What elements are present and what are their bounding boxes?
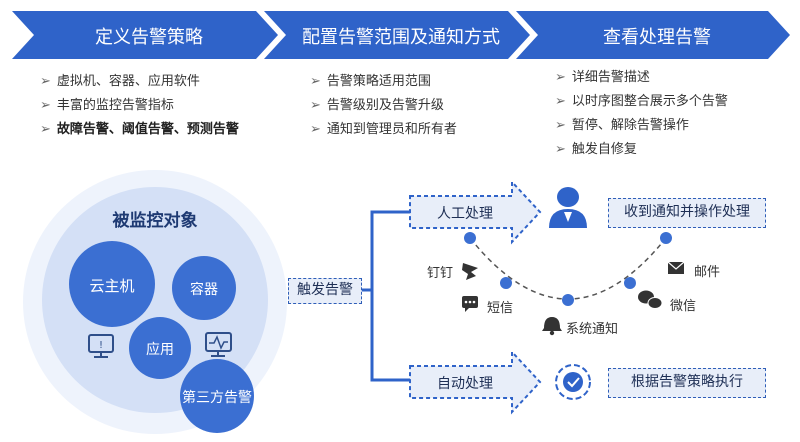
step-1-title: 定义告警策略	[95, 27, 203, 48]
step-2-bullets: ➢告警策略适用范围 ➢告警级别及告警升级 ➢通知到管理员和所有者	[310, 70, 457, 142]
notification-arc	[469, 237, 667, 300]
cloud-host-label: 云主机	[89, 277, 135, 295]
step-1-bullets: ➢虚拟机、容器、应用软件 ➢丰富的监控告警指标 ➢故障告警、阈值告警、预测告警	[40, 70, 239, 142]
auto-process-gear-icon	[555, 364, 591, 400]
svg-text:!: !	[99, 340, 103, 351]
chevron-right-icon: ➢	[310, 98, 321, 113]
auto-arrow	[409, 349, 542, 415]
app-circle	[129, 317, 191, 379]
third-party-label: 第三方告警	[182, 390, 252, 406]
monitor-icon: !	[88, 334, 114, 358]
arc-node	[660, 232, 672, 244]
trigger-connector-top	[362, 210, 420, 292]
operator-icon	[549, 187, 587, 228]
manual-result-box: 收到通知并操作处理	[608, 198, 766, 228]
chevron-right-icon: ➢	[40, 98, 51, 113]
container-label: 容器	[190, 282, 218, 298]
arc-node	[500, 277, 512, 289]
list-item: ➢触发自修复	[555, 142, 637, 157]
step-2-chevron	[264, 11, 530, 59]
list-item: ➢通知到管理员和所有者	[310, 122, 457, 137]
step-3-title: 查看处理告警	[603, 27, 711, 48]
third-party-circle	[180, 359, 254, 433]
list-item: ➢详细告警描述	[555, 70, 650, 85]
chevron-right-icon: ➢	[40, 122, 51, 137]
channel-wechat-label: 微信	[670, 299, 697, 314]
arc-node	[464, 232, 476, 244]
list-item: ➢以时序图整合展示多个告警	[555, 94, 728, 109]
list-item: ➢故障告警、阈值告警、预测告警	[40, 122, 239, 137]
chevron-right-icon: ➢	[555, 70, 566, 85]
sms-icon	[462, 296, 478, 312]
mail-icon	[667, 261, 685, 274]
auto-result-box: 根据告警策略执行	[608, 368, 766, 398]
arc-node	[562, 294, 574, 306]
list-item: ➢告警策略适用范围	[310, 74, 431, 89]
dingtalk-icon	[462, 263, 478, 280]
list-item: ➢告警级别及告警升级	[310, 98, 444, 113]
channel-dingtalk-label: 钉钉	[427, 266, 454, 281]
step-banner	[12, 11, 790, 59]
bell-icon	[542, 317, 562, 336]
list-item: ➢暂停、解除告警操作	[555, 118, 689, 133]
channel-sms-label: 短信	[487, 301, 514, 316]
trigger-connector-bottom	[370, 290, 420, 382]
monitor-pulse-icon	[205, 332, 232, 357]
list-item: ➢丰富的监控告警指标	[40, 98, 174, 113]
step-1-chevron	[12, 11, 278, 59]
manual-label: 人工处理	[437, 206, 493, 222]
channel-mail-label: 邮件	[694, 265, 721, 280]
list-item: ➢虚拟机、容器、应用软件	[40, 74, 200, 89]
trigger-alert-box: 触发告警	[288, 278, 362, 304]
monitored-title: 被监控对象	[112, 211, 198, 231]
chevron-right-icon: ➢	[555, 142, 566, 157]
chevron-right-icon: ➢	[40, 74, 51, 89]
app-label: 应用	[146, 342, 174, 358]
step-2-title: 配置告警范围及通知方式	[302, 27, 500, 48]
channel-system-label: 系统通知	[566, 322, 619, 337]
chevron-right-icon: ➢	[555, 118, 566, 133]
wechat-icon	[638, 290, 663, 309]
manual-arrow	[409, 179, 542, 245]
chevron-right-icon: ➢	[310, 74, 321, 89]
arc-node	[624, 277, 636, 289]
cloud-host-circle	[69, 241, 155, 327]
step-3-chevron	[516, 11, 790, 59]
chevron-right-icon: ➢	[310, 122, 321, 137]
chevron-right-icon: ➢	[555, 94, 566, 109]
container-circle	[172, 256, 236, 320]
auto-label: 自动处理	[437, 376, 493, 392]
step-3-bullets: ➢详细告警描述 ➢以时序图整合展示多个告警 ➢暂停、解除告警操作 ➢触发自修复	[555, 66, 728, 162]
